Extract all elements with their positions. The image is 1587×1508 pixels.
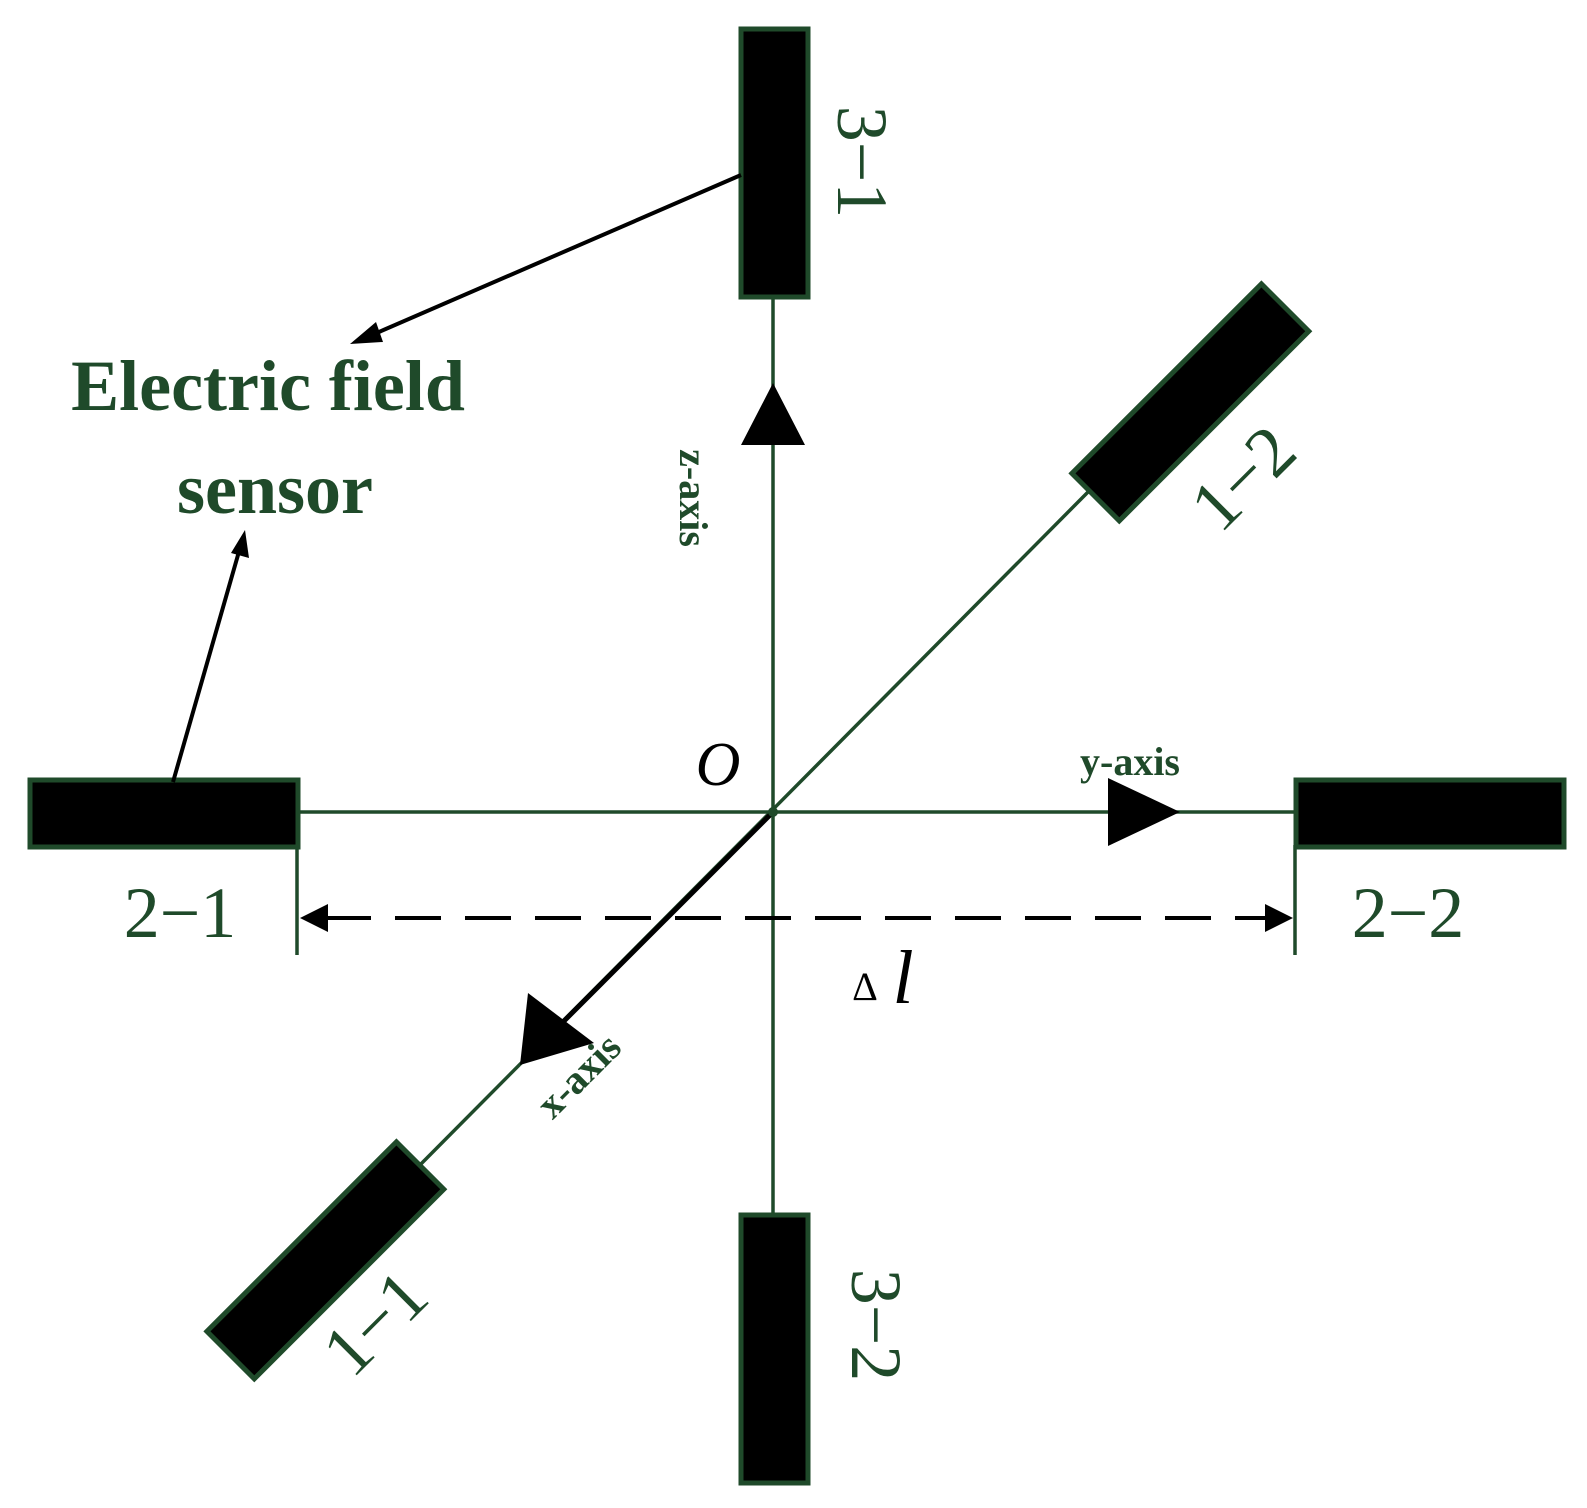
- dimension-arrow-right: [1265, 904, 1293, 932]
- z-axis-arrowhead: [741, 383, 805, 445]
- origin-dot: [768, 807, 778, 817]
- y-axis-arrowhead: [1108, 778, 1180, 846]
- x-axis-arrowhead: [520, 993, 594, 1065]
- sensor-1-2: [1068, 280, 1313, 525]
- delta-symbol: Δ: [852, 964, 878, 1009]
- y-axis-label: y-axis: [1080, 739, 1180, 784]
- sensor-1-1: [203, 1138, 448, 1383]
- pointer-line-top: [371, 173, 742, 337]
- x-axis-arrow-line: [553, 810, 775, 1032]
- title-line-2: sensor: [177, 449, 373, 529]
- title-line-1: Electric field: [71, 346, 465, 426]
- dimension-arrow-left: [300, 904, 328, 932]
- sensor-2-1: [27, 777, 301, 850]
- distance-label: l: [892, 936, 913, 1020]
- label-3-2: 3−2: [836, 1269, 916, 1382]
- z-axis-label: z-axis: [671, 449, 716, 547]
- pointer-arrowhead-bottom: [231, 530, 249, 558]
- label-2-1: 2−1: [124, 873, 237, 953]
- sensor-3-1: [738, 26, 811, 300]
- sensor-3-2: [738, 1212, 811, 1486]
- pointer-line-bottom: [171, 547, 242, 783]
- origin-label: O: [696, 731, 741, 799]
- label-2-2: 2−2: [1352, 873, 1465, 953]
- label-3-1: 3−1: [822, 106, 902, 219]
- sensor-2-2: [1293, 777, 1567, 850]
- pointer-arrowhead-top: [350, 322, 383, 344]
